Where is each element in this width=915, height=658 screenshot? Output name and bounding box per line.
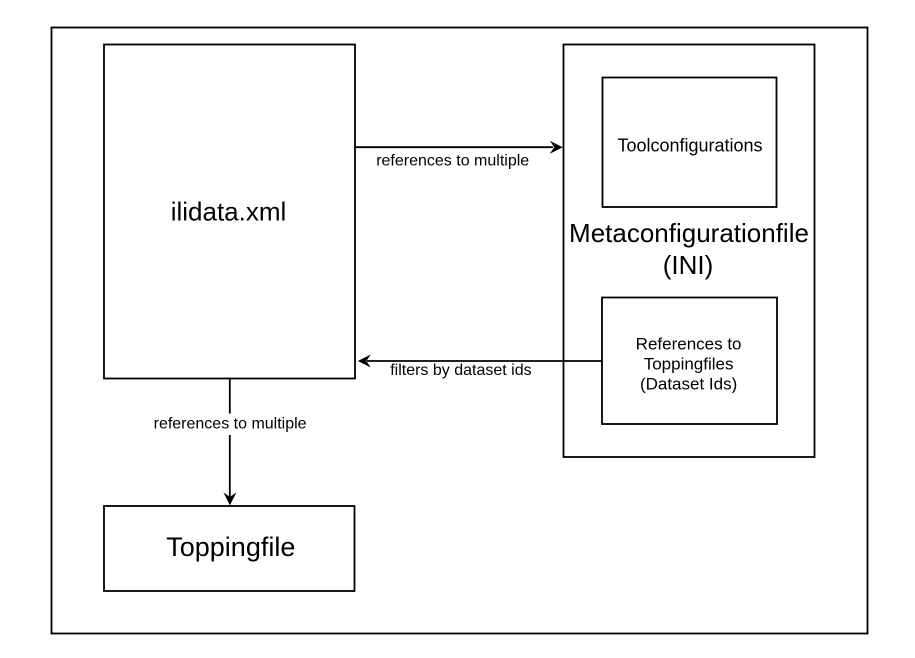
svg-text:Toolconfigurations: Toolconfigurations — [617, 135, 762, 155]
svg-text:(INI): (INI) — [663, 250, 714, 280]
svg-text:filters by dataset ids: filters by dataset ids — [390, 362, 531, 379]
svg-text:ilidata.xml: ilidata.xml — [171, 197, 287, 227]
svg-text:Metaconfigurationfile: Metaconfigurationfile — [569, 218, 809, 248]
svg-text:(Dataset Ids): (Dataset Ids) — [640, 375, 737, 394]
svg-text:References to: References to — [636, 335, 742, 354]
svg-text:references to multiple: references to multiple — [376, 152, 529, 169]
svg-text:Toppingfiles: Toppingfiles — [644, 355, 734, 374]
svg-text:Toppingfile: Toppingfile — [166, 532, 295, 562]
svg-text:references to multiple: references to multiple — [154, 415, 307, 432]
